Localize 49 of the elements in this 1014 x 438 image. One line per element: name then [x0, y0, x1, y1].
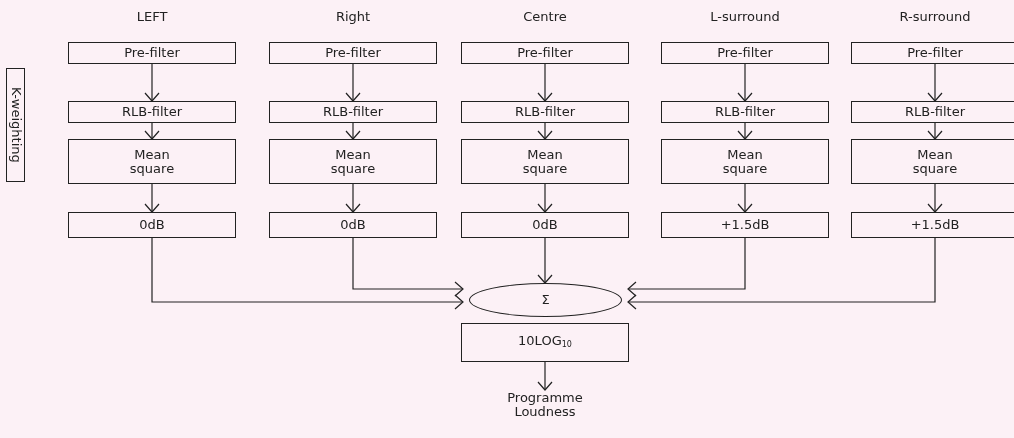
- filter-box: Pre-filter: [461, 42, 629, 64]
- arrow: [927, 122, 943, 140]
- filter-box: RLB-filter: [68, 101, 236, 123]
- gain-box: 0dB: [68, 212, 236, 238]
- filter-box: Pre-filter: [68, 42, 236, 64]
- filter-box: RLB-filter: [661, 101, 829, 123]
- channel-label: R-surround: [898, 9, 972, 24]
- gain-box: +1.5dB: [661, 212, 829, 238]
- process-box: Mean square: [461, 139, 629, 184]
- filter-box: Pre-filter: [269, 42, 437, 64]
- process-box: Mean square: [68, 139, 236, 184]
- gain-box: +1.5dB: [851, 212, 1014, 238]
- arrow: [345, 183, 361, 213]
- process-box: Mean square: [269, 139, 437, 184]
- arrow: [737, 63, 753, 102]
- filter-box: Pre-filter: [661, 42, 829, 64]
- channel-label: Right: [334, 9, 372, 24]
- gain-box: 0dB: [269, 212, 437, 238]
- filter-box: Pre-filter: [851, 42, 1014, 64]
- arrow: [144, 183, 160, 213]
- arrow: [927, 63, 943, 102]
- arrow: [627, 237, 746, 297]
- arrow: [537, 183, 553, 213]
- channel-label: L-surround: [709, 9, 781, 24]
- process-box: Mean square: [851, 139, 1014, 184]
- gain-box: 0dB: [461, 212, 629, 238]
- arrow: [737, 183, 753, 213]
- filter-box: RLB-filter: [461, 101, 629, 123]
- filter-box: RLB-filter: [851, 101, 1014, 123]
- arrow: [537, 237, 553, 284]
- channel-label: LEFT: [135, 9, 169, 24]
- arrow: [144, 122, 160, 140]
- process-box: 10LOG$_{10}$: [461, 323, 629, 362]
- arrow: [927, 183, 943, 213]
- stage-label-box: K-weighting: [6, 68, 25, 182]
- filter-box: RLB-filter: [269, 101, 437, 123]
- arrow: [737, 122, 753, 140]
- arrow: [537, 122, 553, 140]
- channel-label: Centre: [522, 9, 568, 24]
- arrow: [151, 237, 464, 310]
- arrow: [144, 63, 160, 102]
- arrow: [352, 237, 464, 297]
- arrow: [537, 63, 553, 102]
- process-box: Mean square: [661, 139, 829, 184]
- output-label: Programme Loudness: [485, 390, 605, 420]
- arrow: [345, 63, 361, 102]
- arrow: [627, 237, 936, 310]
- arrow: [537, 361, 553, 391]
- arrow: [345, 122, 361, 140]
